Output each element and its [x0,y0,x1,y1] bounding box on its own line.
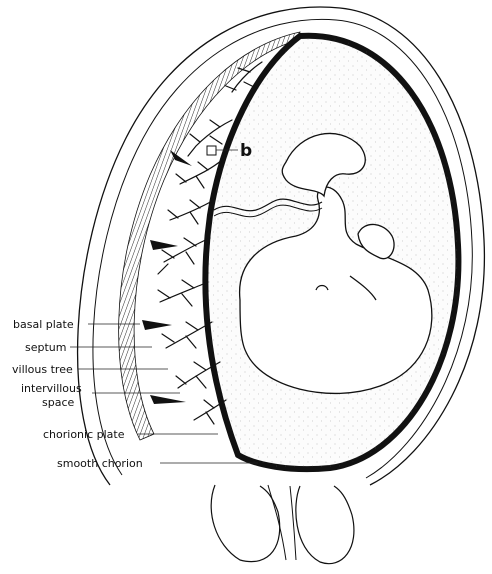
detail-box [207,146,216,155]
intervillous-label: intervillous [21,382,82,395]
smooth-chorion-label: smooth chorion [57,457,143,470]
basal-plate-label: basal plate [13,318,74,331]
cervix-right-lobe [296,486,354,564]
chorionic-plate-label: chorionic plate [43,428,125,441]
villous-tree-label: villous tree [12,363,73,376]
detail-marker-label: b [240,141,252,161]
septum-label: septum [25,341,66,354]
space-label: space [42,396,75,409]
cervix-left-lobe [211,485,280,562]
